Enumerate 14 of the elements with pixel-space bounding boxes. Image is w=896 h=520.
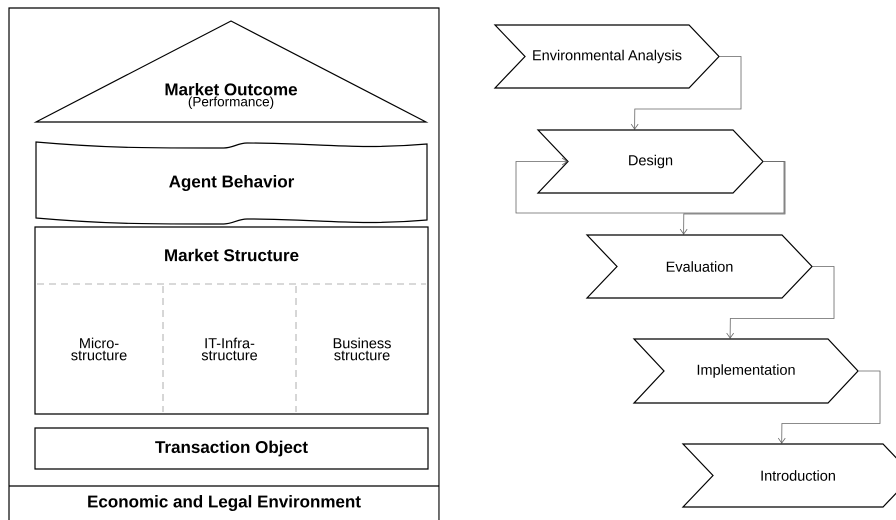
arrow [778,370,880,444]
cell-label: Business structure [334,338,391,360]
chevron-step: Evaluation [586,234,813,299]
arrow [726,266,834,339]
chevron-step: Implementation [632,338,859,404]
cell-label: IT-Infra- structure [202,338,258,360]
cell-label: Micro- structure [71,338,127,360]
chevron-step: Design [536,129,764,194]
chevron-step: Environmental Analysis [494,24,720,89]
chevron-step: Introduction [682,443,896,508]
arrow [680,161,786,235]
arrow [630,56,742,130]
arrow [516,158,784,214]
object-box: Transaction Object [34,427,429,470]
